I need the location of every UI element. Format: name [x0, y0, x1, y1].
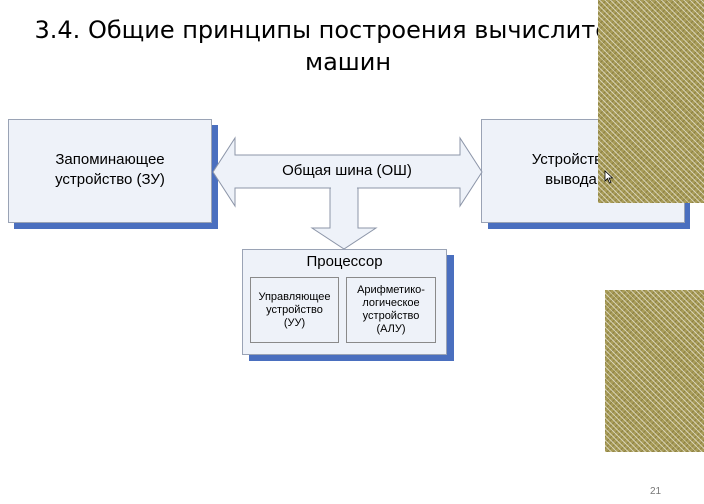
page-number: 21 [650, 486, 662, 497]
decor-pattern-top [598, 0, 704, 203]
memory-label-line2: устройство (ЗУ) [55, 171, 165, 188]
processor-label: Процессор [306, 253, 383, 270]
bus-down-arrow-shape [310, 187, 378, 250]
decor-pattern-bottom [605, 290, 704, 452]
io-label: Устройства вывода [506, 150, 636, 190]
memory-box [8, 119, 212, 223]
slide-title-line1: 3.4. Общие принципы построения вычислите… [34, 16, 640, 44]
alu-line4: (АЛУ) [376, 323, 406, 335]
mouse-cursor-icon [604, 170, 614, 184]
bus-label: Общая шина (ОШ) [282, 162, 412, 179]
alu-line2: логическое [362, 297, 420, 309]
alu-line3: устройство [362, 310, 420, 322]
bus-double-arrow-shape [212, 136, 483, 208]
memory-label: Запоминающее устройство (ЗУ) [8, 150, 212, 190]
control-unit-box: Управляющее устройство (УУ) [250, 277, 339, 343]
slide-title-line2: машин [304, 48, 392, 76]
alu-box: Арифметико- логическое устройство (АЛУ) [346, 277, 436, 343]
control-unit-line3: (УУ) [283, 316, 306, 329]
memory-label-line1: Запоминающее [55, 151, 165, 168]
io-label-line1: Устройства [531, 151, 611, 168]
alu-line1: Арифметико- [357, 284, 425, 296]
control-unit-line1: Управляющее [258, 290, 331, 303]
io-label-line2: вывода [545, 171, 597, 188]
control-unit-line2: устройство [266, 303, 323, 316]
